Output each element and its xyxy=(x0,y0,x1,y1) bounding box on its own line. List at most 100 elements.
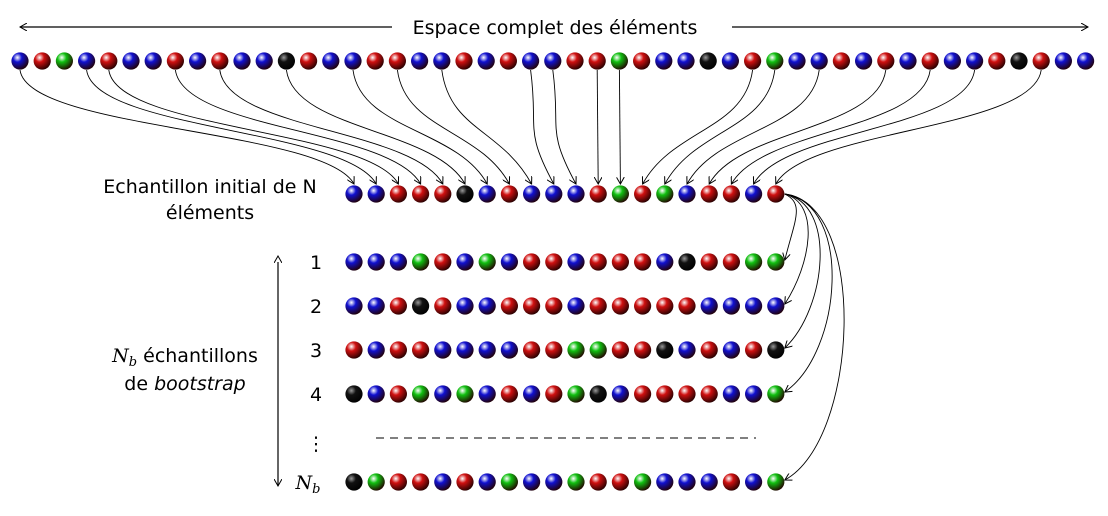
bootstrap-row-3-blue-ball xyxy=(678,341,696,359)
sample-black-ball xyxy=(456,185,474,203)
sample-link xyxy=(597,69,598,184)
sample-green-ball xyxy=(611,185,630,203)
row-label-ellipsis: ⋮ xyxy=(307,433,326,455)
population-blue-ball xyxy=(1054,52,1072,70)
sample-link xyxy=(731,69,931,184)
bootstrap-row-2-blue-ball xyxy=(478,297,496,315)
bootstrap-row-2-red-ball xyxy=(545,297,563,315)
sample-red-ball xyxy=(767,185,785,203)
population-blue-ball xyxy=(810,52,828,70)
bootstrap-row-2-blue-ball xyxy=(367,297,385,315)
bootstrap-row-2-red-ball xyxy=(656,297,674,315)
population-red-ball xyxy=(366,52,384,70)
population-blue-ball xyxy=(522,52,540,70)
sample-red-ball xyxy=(722,185,741,203)
population-blue-ball xyxy=(655,52,673,70)
bootstrap-row-nb-red-ball xyxy=(589,473,607,491)
bootstrap-row-4-green-ball xyxy=(456,385,474,403)
population-blue-ball xyxy=(477,52,495,70)
population-blue-ball xyxy=(677,52,695,70)
sample-link xyxy=(530,69,554,184)
sample-blue-ball xyxy=(545,185,563,203)
bootstrap-row-3-blue-ball xyxy=(434,341,452,359)
sample-green-ball xyxy=(656,185,674,203)
population-red-ball xyxy=(832,52,851,70)
bootstrap-row-1-blue-ball xyxy=(567,253,585,271)
sample-blue-ball xyxy=(678,185,696,203)
bootstrap-row-2-blue-ball xyxy=(345,297,363,315)
bootstrap-row-4-blue-ball xyxy=(722,385,741,403)
sample-red-ball xyxy=(500,185,518,203)
sample-blue-ball xyxy=(567,185,585,203)
bootstrap-row-nb-red-ball xyxy=(722,473,741,491)
population-black-ball xyxy=(1010,52,1028,70)
row-label-3: 3 xyxy=(310,340,322,362)
bootstrap-row-4-blue-ball xyxy=(523,385,541,403)
bootstrap-row-nb-red-ball xyxy=(412,473,430,491)
population-blue-ball xyxy=(899,52,917,70)
population-blue-ball xyxy=(78,52,96,70)
bootstrap-row-2-blue-ball xyxy=(567,297,585,315)
bootstrap-row-nb-green-ball xyxy=(634,473,652,491)
population-blue-ball xyxy=(788,52,806,70)
bootstrap-row-4-black-ball xyxy=(589,385,607,403)
sample-link xyxy=(352,69,487,184)
bootstrap-row-3-red-ball xyxy=(412,341,430,359)
bootstrap-row-1-blue-ball xyxy=(389,253,407,271)
row-label-4: 4 xyxy=(310,384,322,406)
bootstrap-row-3-blue-ball xyxy=(456,341,474,359)
sample-red-ball xyxy=(412,185,430,203)
population-red-ball xyxy=(166,52,184,70)
sample-red-ball xyxy=(589,185,607,203)
bootstrap-row-2-blue-ball xyxy=(722,297,741,315)
sample-link xyxy=(643,69,754,184)
sample-link xyxy=(709,69,887,184)
bootstrap-row-4-red-ball xyxy=(656,385,674,403)
population-red-ball xyxy=(388,52,406,70)
population-red-ball xyxy=(455,52,473,70)
sample-red-ball xyxy=(389,185,407,203)
bootstrap-row-3-red-ball xyxy=(611,341,630,359)
bootstrap-row-1-blue-ball xyxy=(500,253,518,271)
bootstrap-row-2-red-ball xyxy=(634,297,652,315)
bootstrap-link xyxy=(785,193,821,348)
population-blue-ball xyxy=(11,52,29,70)
population-blue-ball xyxy=(966,52,984,70)
population-red-ball xyxy=(744,52,762,70)
sample-red-ball xyxy=(634,185,652,203)
sample-blue-ball xyxy=(523,185,541,203)
title: Espace complet des éléments xyxy=(413,17,698,39)
bootstrap-row-4-red-ball xyxy=(500,385,518,403)
population-red-ball xyxy=(988,52,1006,70)
bootstrap-row-nb-blue-ball xyxy=(523,473,541,491)
population-red-ball xyxy=(566,52,584,70)
population-red-ball xyxy=(877,52,895,70)
population-blue-ball xyxy=(344,52,362,70)
bootstrap-row-3-red-ball xyxy=(523,341,541,359)
bootstrap-row-2-blue-ball xyxy=(700,297,718,315)
bootstrap-row-2-red-ball xyxy=(589,297,607,315)
row-label-2: 2 xyxy=(310,296,322,318)
population-red-ball xyxy=(300,52,318,70)
population-black-ball xyxy=(699,52,717,70)
sample-link xyxy=(665,69,776,184)
bootstrap-row-1-red-ball xyxy=(700,253,718,271)
population-blue-ball xyxy=(322,52,340,70)
sample-link xyxy=(219,69,443,184)
population-red-ball xyxy=(1032,52,1050,70)
bootstrap-row-4-red-ball xyxy=(678,385,696,403)
population-black-ball xyxy=(277,52,295,70)
sample-link xyxy=(108,69,399,184)
bootstrap-row-3-black-ball xyxy=(767,341,785,359)
bootstrap-row-4-blue-ball xyxy=(478,385,496,403)
bootstrap-row-2-red-ball xyxy=(500,297,518,315)
population-blue-ball xyxy=(544,52,562,70)
population-red-ball xyxy=(100,52,118,70)
bootstrap-row-1-red-ball xyxy=(722,253,741,271)
population-blue-ball xyxy=(144,52,162,70)
population-red-ball xyxy=(33,52,51,70)
bootstrap-row-1-blue-ball xyxy=(656,253,674,271)
bootstrap-row-1-red-ball xyxy=(523,253,541,271)
bootstrap-row-3-blue-ball xyxy=(722,341,741,359)
bootstrap-row-2-red-ball xyxy=(611,297,630,315)
